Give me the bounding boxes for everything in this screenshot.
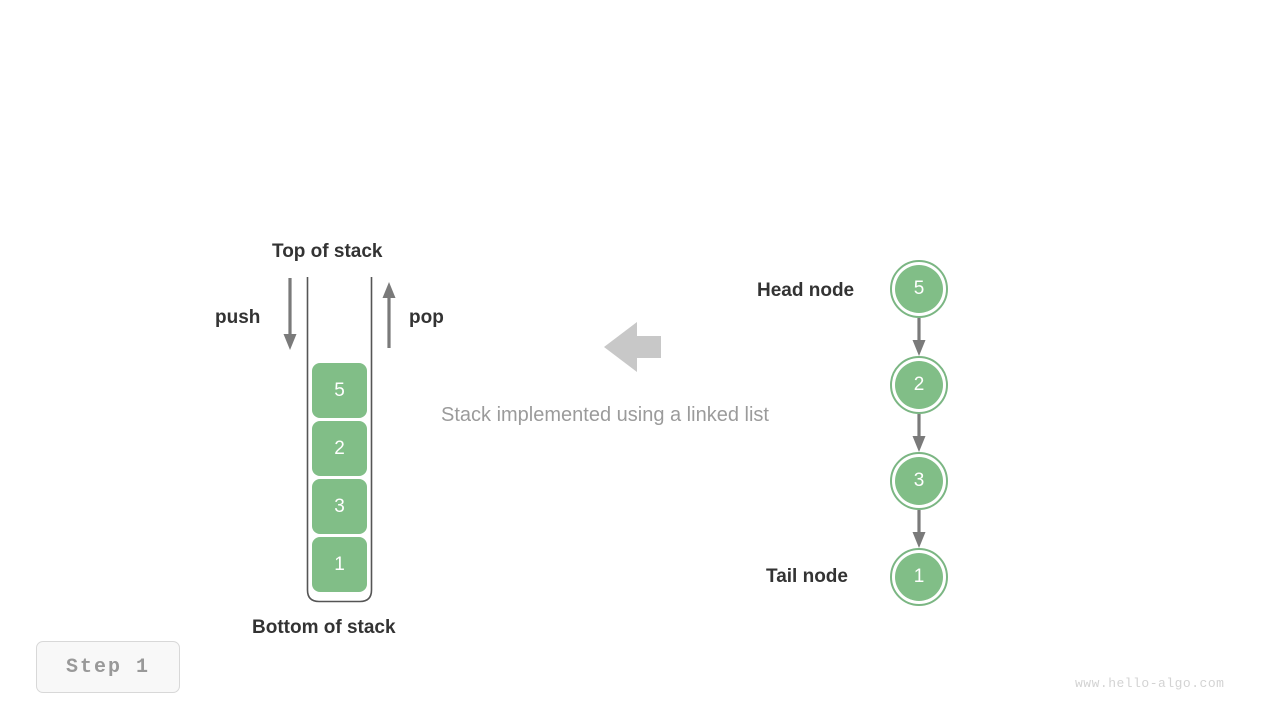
stack-cell: 1 bbox=[312, 537, 367, 592]
watermark: www.hello-algo.com bbox=[1075, 676, 1225, 691]
linked-list-node: 3 bbox=[890, 452, 948, 510]
linked-list-connector-5-2 bbox=[912, 318, 926, 356]
push-arrow-icon bbox=[283, 278, 297, 350]
step-badge: Step 1 bbox=[36, 641, 180, 693]
linked-list-node-value: 2 bbox=[895, 361, 943, 409]
diagram-caption: Stack implemented using a linked list bbox=[441, 404, 769, 426]
push-label: push bbox=[215, 307, 261, 328]
stack-cell: 3 bbox=[312, 479, 367, 534]
pop-arrow-icon bbox=[382, 282, 396, 348]
head-node-label: Head node bbox=[757, 280, 855, 301]
top-of-stack-label: Top of stack bbox=[272, 241, 383, 262]
linked-list-connector-3-1 bbox=[912, 510, 926, 548]
linked-list-node-value: 5 bbox=[895, 265, 943, 313]
linked-list-connector-2-3 bbox=[912, 414, 926, 452]
pop-label: pop bbox=[409, 307, 444, 328]
bottom-of-stack-label: Bottom of stack bbox=[252, 617, 396, 638]
tail-node-label: Tail node bbox=[766, 566, 848, 587]
linked-list-node-value: 1 bbox=[895, 553, 943, 601]
stack-cell: 5 bbox=[312, 363, 367, 418]
stack-cell: 2 bbox=[312, 421, 367, 476]
linked-list-node: 5 bbox=[890, 260, 948, 318]
transform-arrow-icon bbox=[604, 322, 661, 372]
linked-list-node: 2 bbox=[890, 356, 948, 414]
linked-list-node-value: 3 bbox=[895, 457, 943, 505]
linked-list-node: 1 bbox=[890, 548, 948, 606]
